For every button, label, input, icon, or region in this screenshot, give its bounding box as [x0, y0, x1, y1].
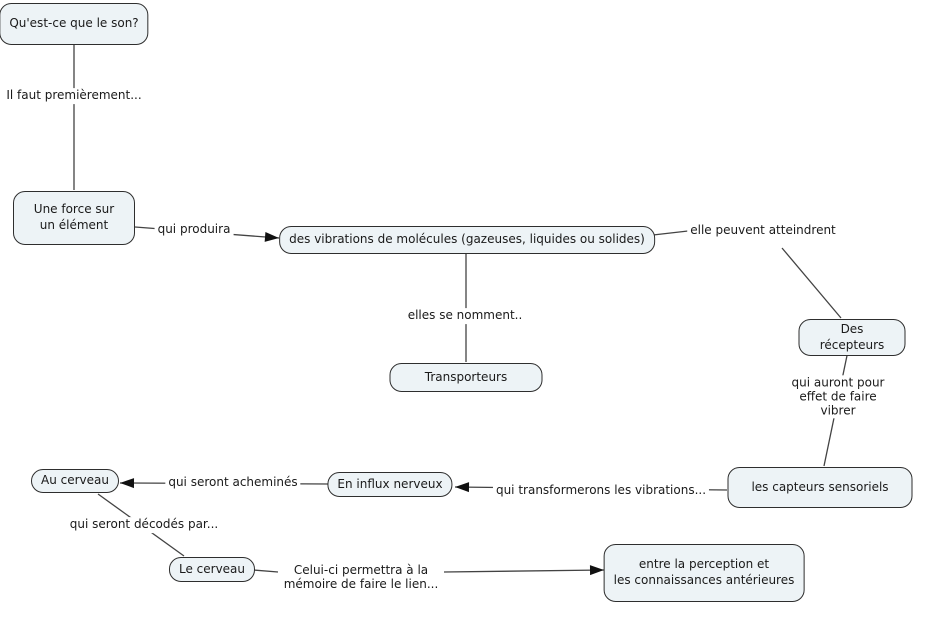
concept-node-influx[interactable]: En influx nerveux: [327, 472, 453, 497]
link-label-elles-se-nomment[interactable]: elles se nomment..: [404, 308, 526, 324]
arrowhead-icon-capteurs-influx: [455, 482, 470, 493]
connector-line-celui-ci-perception: [443, 569, 605, 573]
connector-line-le-cerveau-celui-ci: [252, 569, 279, 573]
concept-node-question[interactable]: Qu'est-ce que le son?: [0, 3, 149, 45]
connector-line-vibrations-elle-peuvent: [652, 230, 689, 236]
link-label-qui-seront-achemines[interactable]: qui seront acheminés: [165, 475, 301, 491]
link-label-il-faut[interactable]: Il faut premièrement...: [3, 88, 145, 104]
link-label-qui-transformerons[interactable]: qui transformerons les vibrations...: [492, 483, 710, 499]
link-label-elle-peuvent[interactable]: elle peuvent atteindrent: [687, 223, 839, 239]
arrowhead-icon-influx-au-cerveau: [120, 478, 135, 489]
arrowhead-icon-celui-ci-perception: [589, 565, 604, 576]
concept-node-recepteurs[interactable]: Des récepteurs: [798, 319, 906, 357]
link-label-qui-produira[interactable]: qui produira: [154, 222, 234, 238]
arrowhead-icon-force-vibrations: [264, 231, 279, 242]
concept-node-le-cerveau[interactable]: Le cerveau: [168, 557, 256, 582]
concept-node-perception[interactable]: entre la perception et les connaissances…: [603, 544, 805, 602]
concept-node-vibrations[interactable]: des vibrations de molécules (gazeuses, l…: [279, 226, 655, 254]
link-label-celui-ci[interactable]: Celui-ci permettra à la mémoire de faire…: [280, 563, 442, 593]
concept-node-force[interactable]: Une force sur un élément: [13, 191, 135, 245]
concept-node-capteurs[interactable]: les capteurs sensoriels: [727, 467, 913, 508]
connector-line-elle-peuvent-recepteurs: [781, 247, 842, 319]
concept-node-transporteurs[interactable]: Transporteurs: [389, 363, 543, 392]
concept-node-au-cerveau[interactable]: Au cerveau: [31, 469, 119, 493]
link-label-qui-auront[interactable]: qui auront pour effet de faire vibrer: [782, 375, 894, 419]
link-label-qui-seront-decodes[interactable]: qui seront décodés par...: [66, 517, 222, 533]
